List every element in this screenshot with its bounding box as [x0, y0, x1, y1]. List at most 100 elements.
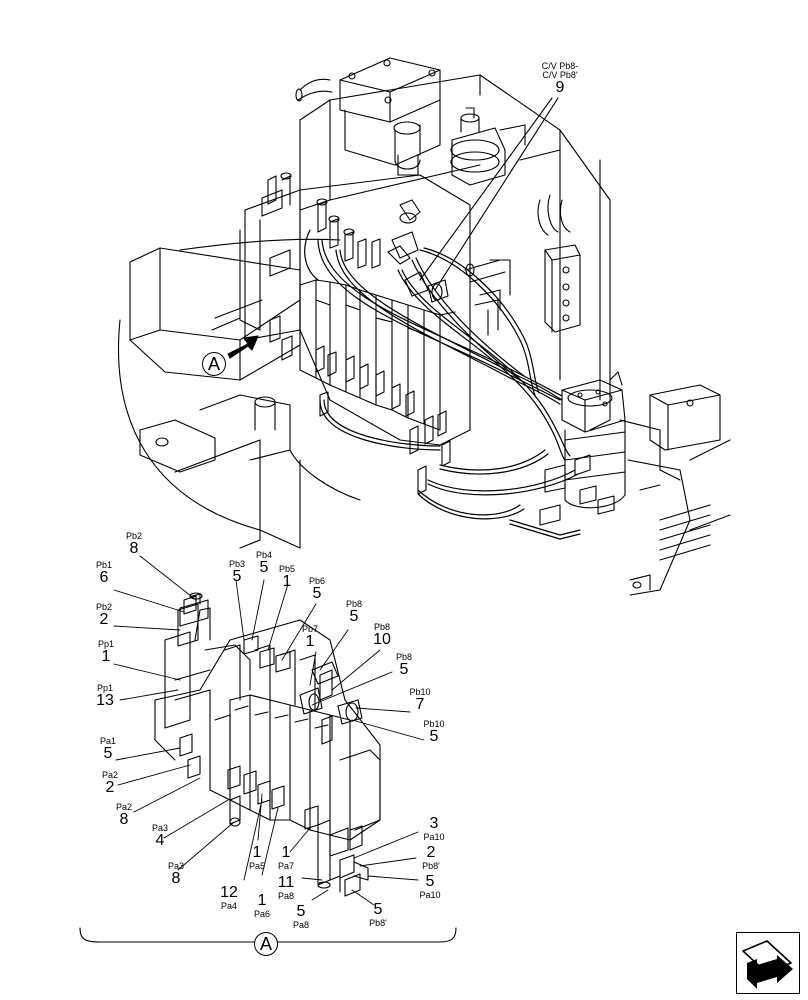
- callout-item-number: 7: [415, 696, 425, 713]
- callout-item-number: 5: [259, 559, 269, 576]
- callout-item-number: 1: [257, 892, 267, 909]
- callout-item-number: 2: [426, 844, 436, 861]
- callout-item-number: 1: [252, 844, 262, 861]
- callout-port-label: Pa2: [101, 770, 119, 780]
- callout-port-label: Pb10: [409, 687, 431, 697]
- callout-item-number: 5: [296, 903, 306, 920]
- callout-item-number: 5: [373, 901, 383, 918]
- callout-top-c-v-pb8: C/V Pb8- C/V Pb8' 9: [542, 62, 579, 96]
- callout-port-label: Pa10: [419, 890, 441, 900]
- callout-port-label: Pa4: [220, 901, 238, 911]
- callout-item-number: 11: [277, 874, 295, 891]
- callout-item-number: 1: [305, 633, 315, 650]
- top-callout-leaders: [419, 97, 559, 291]
- callout-port-label: Pb2: [95, 602, 113, 612]
- callout-port-label: Pa7: [277, 861, 295, 871]
- callout-item-number: 9: [555, 79, 565, 96]
- callout-port-label: Pa1: [99, 736, 117, 746]
- callout-port-label: Pb5: [278, 564, 296, 574]
- view-a-marker-main: A: [202, 352, 226, 376]
- callout-item-number: 4: [155, 832, 165, 849]
- callout-item-number: 2: [105, 779, 115, 796]
- callout-port-label: Pb8: [345, 599, 363, 609]
- callout-port-label: Pa3: [151, 823, 169, 833]
- main-assembly-view: [117, 57, 731, 596]
- detail-view-valve: [154, 592, 381, 897]
- callout-port-label: C/V Pb8-: [541, 61, 579, 71]
- callout-port-label: Pp1: [97, 639, 115, 649]
- callout-item-number: 5: [103, 745, 113, 762]
- callout-item-number: 1: [282, 573, 292, 590]
- callout-item-number: 10: [373, 631, 391, 648]
- swivel-joint: [539, 371, 626, 526]
- callout-port-label: Pa10: [423, 832, 445, 842]
- callout-port-label: Pb1: [95, 560, 113, 570]
- callout-port-label: Pb8: [395, 652, 413, 662]
- callout-port-label: Pa2: [115, 802, 133, 812]
- callout-port-label: Pa8: [277, 891, 295, 901]
- next-page-button[interactable]: [736, 932, 800, 994]
- callout-port-label: Pa6: [253, 909, 271, 919]
- callout-port-label: Pb10: [423, 719, 445, 729]
- callout-item-number: 5: [232, 568, 242, 585]
- callout-port-label: Pb8': [422, 861, 440, 871]
- callout-port-label: Pb8: [373, 622, 391, 632]
- callout-port-label: C/V Pb8': [542, 70, 578, 80]
- callout-port-label: Pb8': [369, 918, 387, 928]
- callout-item-number: 5: [425, 873, 435, 890]
- detail-leaders: [113, 555, 425, 906]
- callout-item-number: 3: [429, 815, 439, 832]
- callout-item-number: 8: [119, 811, 129, 828]
- callout-port-label: Pp1: [96, 683, 114, 693]
- callout-item-number: 2: [99, 611, 109, 628]
- callout-port-label: Pb7: [301, 624, 319, 634]
- main-valve-spools: [299, 279, 456, 431]
- callout-item-number: 5: [349, 608, 359, 625]
- callout-item-number: 5: [429, 728, 439, 745]
- callout-port-label: Pa5: [248, 861, 266, 871]
- callout-port-label: Pb2: [125, 531, 143, 541]
- callout-item-number: 8: [171, 870, 181, 887]
- callout-item-number: 6: [99, 569, 109, 586]
- callout-port-label: Pb3: [228, 559, 246, 569]
- main-valve-fittings: [261, 172, 451, 495]
- callout-item-number: 12: [220, 884, 238, 901]
- callout-port-label: Pb6: [308, 576, 326, 586]
- callout-item-number: 1: [281, 844, 291, 861]
- callout-item-number: 8: [129, 540, 139, 557]
- callout-item-number: 5: [312, 585, 322, 602]
- hose-bundle: [304, 229, 581, 540]
- view-a-marker-detail: A: [254, 932, 278, 956]
- arrow-return-icon: [742, 940, 793, 989]
